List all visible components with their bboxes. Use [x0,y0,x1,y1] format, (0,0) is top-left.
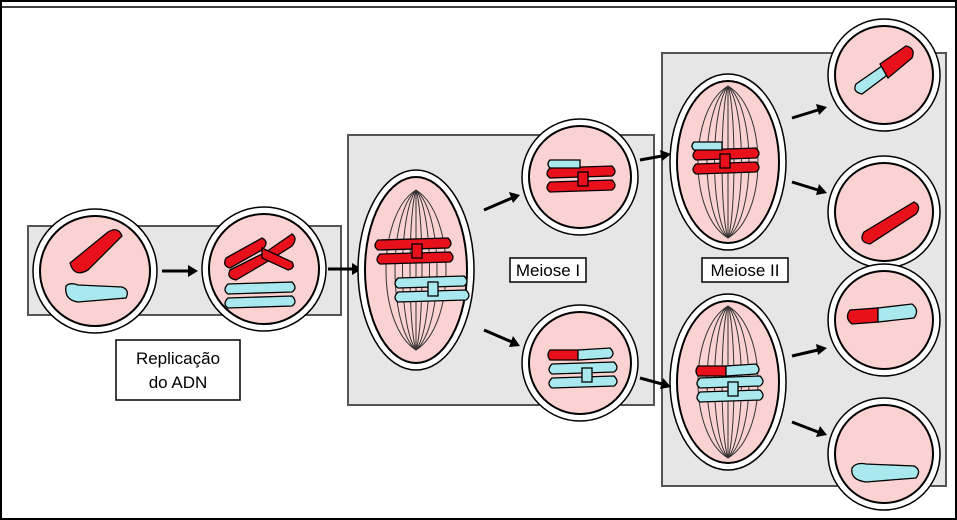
arrow-7 [791,104,827,120]
gamete-3 [827,263,941,377]
arrow-9 [791,344,827,358]
meiosis-one-bottom-cell [521,304,639,422]
meiosis-one-top-cell [521,118,639,236]
initial-cell [32,208,158,334]
gamete-4 [827,397,941,511]
meiosis-two-bottom-cell [669,293,787,471]
meiosis-two-label-box: Meiose II [701,257,789,283]
gamete-2 [827,155,941,269]
arrow-5 [639,150,671,162]
replicated-cell [201,206,327,332]
arrow-8 [791,180,827,195]
red-chromosome [69,229,123,274]
arrow-10 [791,420,827,437]
meiosis-two-label: Meiose II [711,261,780,280]
arrow-2 [328,263,362,275]
meiosis-one-label-box: Meiose I [509,257,587,283]
replication-label-line1: Replicação [136,349,220,368]
meiosis-one-label: Meiose I [516,261,580,280]
meiosis-one-cell [357,169,475,371]
replication-label-line2: do ADN [149,373,208,392]
arrow-6 [639,376,671,389]
arrow-1 [162,265,198,277]
replication-label-box: Replicação do ADN [115,339,241,401]
arrow-3 [483,192,520,212]
meiosis-two-top-cell [669,73,787,251]
arrow-4 [483,328,520,347]
cyan-chromosome [65,283,128,303]
gamete-1 [827,18,941,132]
